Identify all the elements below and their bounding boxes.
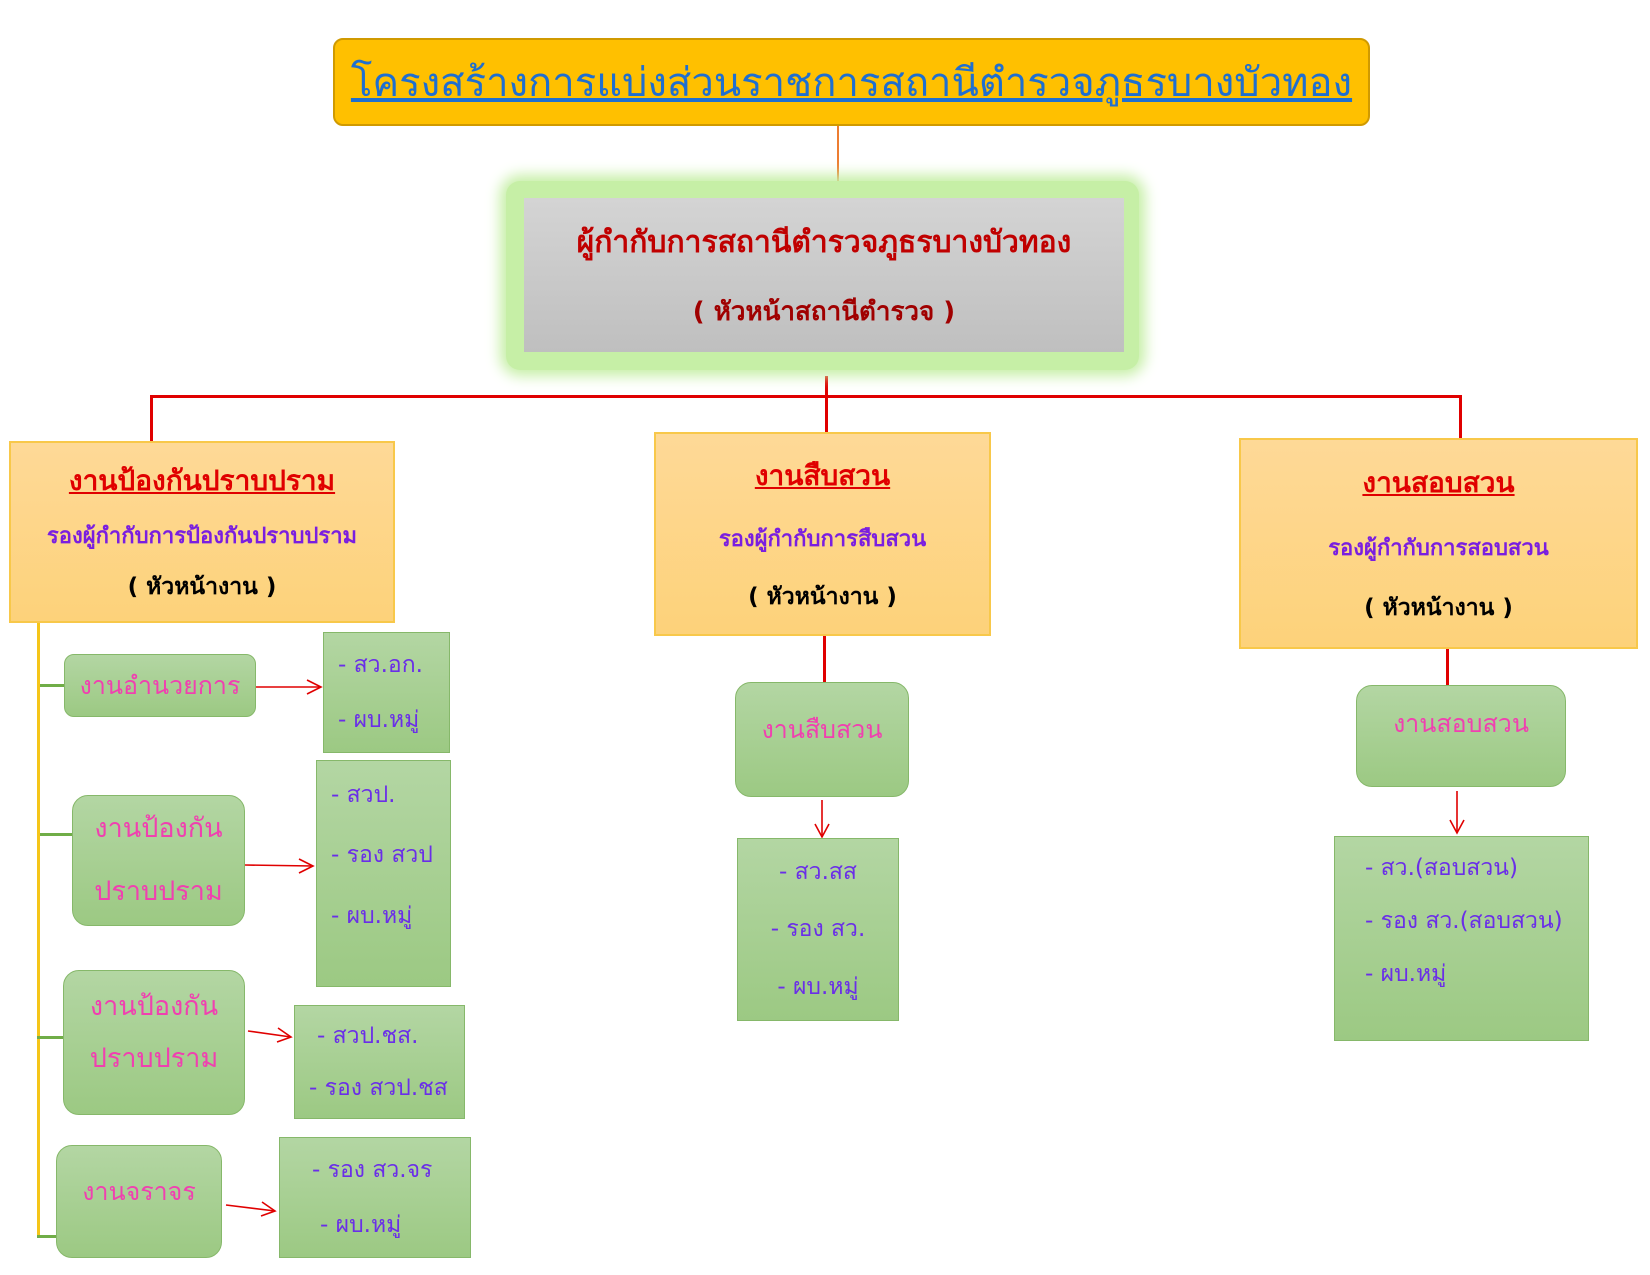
connector-middle-unit bbox=[823, 636, 826, 682]
unit-name: งานป้องกัน bbox=[89, 991, 219, 1023]
chart-title: โครงสร้างการแบ่งส่วนราชการสถานีตำรวจภูธร… bbox=[350, 60, 1353, 106]
dept-inquiry: งานสอบสวน รองผู้กำกับการสอบสวน ( หัวหน้า… bbox=[1239, 438, 1638, 649]
dept-investigation: งานสืบสวน รองผู้กำกับการสืบสวน ( หัวหน้า… bbox=[654, 432, 991, 636]
unit-investigation: งานสืบสวน bbox=[735, 682, 909, 797]
dept-name: งานป้องกันปราบปราม bbox=[68, 463, 336, 497]
staff-list: - สวป.ชส. - รอง สวป.ชส bbox=[294, 1005, 465, 1119]
staff-item: - ผบ.หมู่ bbox=[320, 1212, 402, 1239]
unit-prevention-2: งานป้องกัน ปราบปราม bbox=[63, 970, 245, 1115]
connector-branch-2 bbox=[40, 833, 72, 836]
dept-deputy: รองผู้กำกับการสอบสวน bbox=[1328, 535, 1549, 561]
unit-name: ปราบปราม bbox=[89, 1042, 219, 1074]
dept-role: ( หัวหน้างาน ) bbox=[1364, 595, 1513, 622]
staff-list: - สว.สส - รอง สว. - ผบ.หมู่ bbox=[737, 838, 899, 1021]
connector-chief-down bbox=[825, 376, 828, 432]
chart-title-box: โครงสร้างการแบ่งส่วนราชการสถานีตำรวจภูธร… bbox=[333, 38, 1370, 126]
staff-item: - รอง สว.จร bbox=[312, 1156, 433, 1183]
staff-item: - ผบ.หมู่ bbox=[338, 707, 420, 734]
staff-list: - สวป. - รอง สวป - ผบ.หมู่ bbox=[316, 760, 451, 987]
unit-name: งานจราจร bbox=[82, 1176, 196, 1206]
unit-prevention-1: งานป้องกัน ปราบปราม bbox=[72, 795, 245, 926]
dept-role: ( หัวหน้างาน ) bbox=[748, 583, 897, 610]
staff-item: - สว.สส bbox=[779, 858, 857, 885]
connector-branch-3 bbox=[37, 1036, 63, 1039]
unit-name: งานสอบสวน bbox=[1393, 708, 1529, 738]
staff-item: - ผบ.หมู่ bbox=[331, 902, 413, 929]
connector-branch-1 bbox=[40, 684, 64, 687]
connector-horizontal bbox=[150, 395, 1462, 398]
unit-name: งานอำนวยการ bbox=[79, 670, 241, 700]
dept-deputy: รองผู้กำกับการป้องกันปราบปราม bbox=[46, 524, 358, 550]
unit-name: งานสืบสวน bbox=[761, 714, 883, 744]
connector-right-unit bbox=[1446, 649, 1449, 685]
chief-box: ผู้กำกับการสถานีตำรวจภูธรบางบัวทอง ( หัว… bbox=[524, 198, 1124, 352]
arrow-3 bbox=[247, 1027, 293, 1043]
dept-role: ( หัวหน้างาน ) bbox=[127, 574, 277, 601]
staff-item: - รอง สวป.ชส bbox=[309, 1075, 448, 1101]
arrow-1 bbox=[256, 679, 323, 695]
connector-branch-4 bbox=[37, 1235, 56, 1238]
staff-item: - รอง สวป bbox=[331, 842, 433, 869]
chief-title: ผู้กำกับการสถานีตำรวจภูธรบางบัวทอง bbox=[576, 224, 1072, 260]
dept-deputy: รองผู้กำกับการสืบสวน bbox=[718, 526, 927, 552]
connector-right-drop bbox=[1459, 395, 1462, 438]
unit-traffic: งานจราจร bbox=[56, 1145, 222, 1258]
dept-name: งานสอบสวน bbox=[1362, 465, 1515, 499]
staff-list: - สว.(สอบสวน) - รอง สว.(สอบสวน) - ผบ.หมู… bbox=[1334, 836, 1589, 1041]
chief-role: ( หัวหน้าสถานีตำรวจ ) bbox=[692, 296, 956, 327]
arrow-middle bbox=[814, 800, 830, 839]
arrow-4 bbox=[225, 1201, 277, 1217]
unit-name: งานป้องกัน bbox=[94, 813, 223, 845]
arrow-right bbox=[1449, 791, 1465, 835]
connector-left-trunk bbox=[37, 623, 40, 1237]
staff-item: - ผบ.หมู่ bbox=[1365, 960, 1447, 987]
connector-title-chief bbox=[837, 126, 839, 187]
connector-left-drop bbox=[150, 395, 153, 441]
staff-item: - รอง สว. bbox=[770, 916, 866, 943]
arrow-2 bbox=[244, 858, 315, 874]
staff-list: - รอง สว.จร - ผบ.หมู่ bbox=[279, 1137, 471, 1258]
staff-item: - รอง สว.(สอบสวน) bbox=[1365, 907, 1563, 934]
unit-name: ปราบปราม bbox=[94, 875, 223, 907]
staff-item: - สว.อก. bbox=[338, 651, 423, 678]
dept-name: งานสืบสวน bbox=[754, 458, 891, 492]
staff-item: - ผบ.หมู่ bbox=[777, 974, 859, 1001]
staff-list: - สว.อก. - ผบ.หมู่ bbox=[323, 632, 450, 753]
unit-inquiry: งานสอบสวน bbox=[1356, 685, 1566, 787]
staff-item: - สวป. bbox=[331, 782, 396, 809]
staff-item: - สว.(สอบสวน) bbox=[1365, 854, 1518, 881]
dept-prevention: งานป้องกันปราบปราม รองผู้กำกับการป้องกัน… bbox=[9, 441, 395, 623]
unit-administration: งานอำนวยการ bbox=[64, 654, 256, 717]
staff-item: - สวป.ชส. bbox=[317, 1023, 419, 1049]
